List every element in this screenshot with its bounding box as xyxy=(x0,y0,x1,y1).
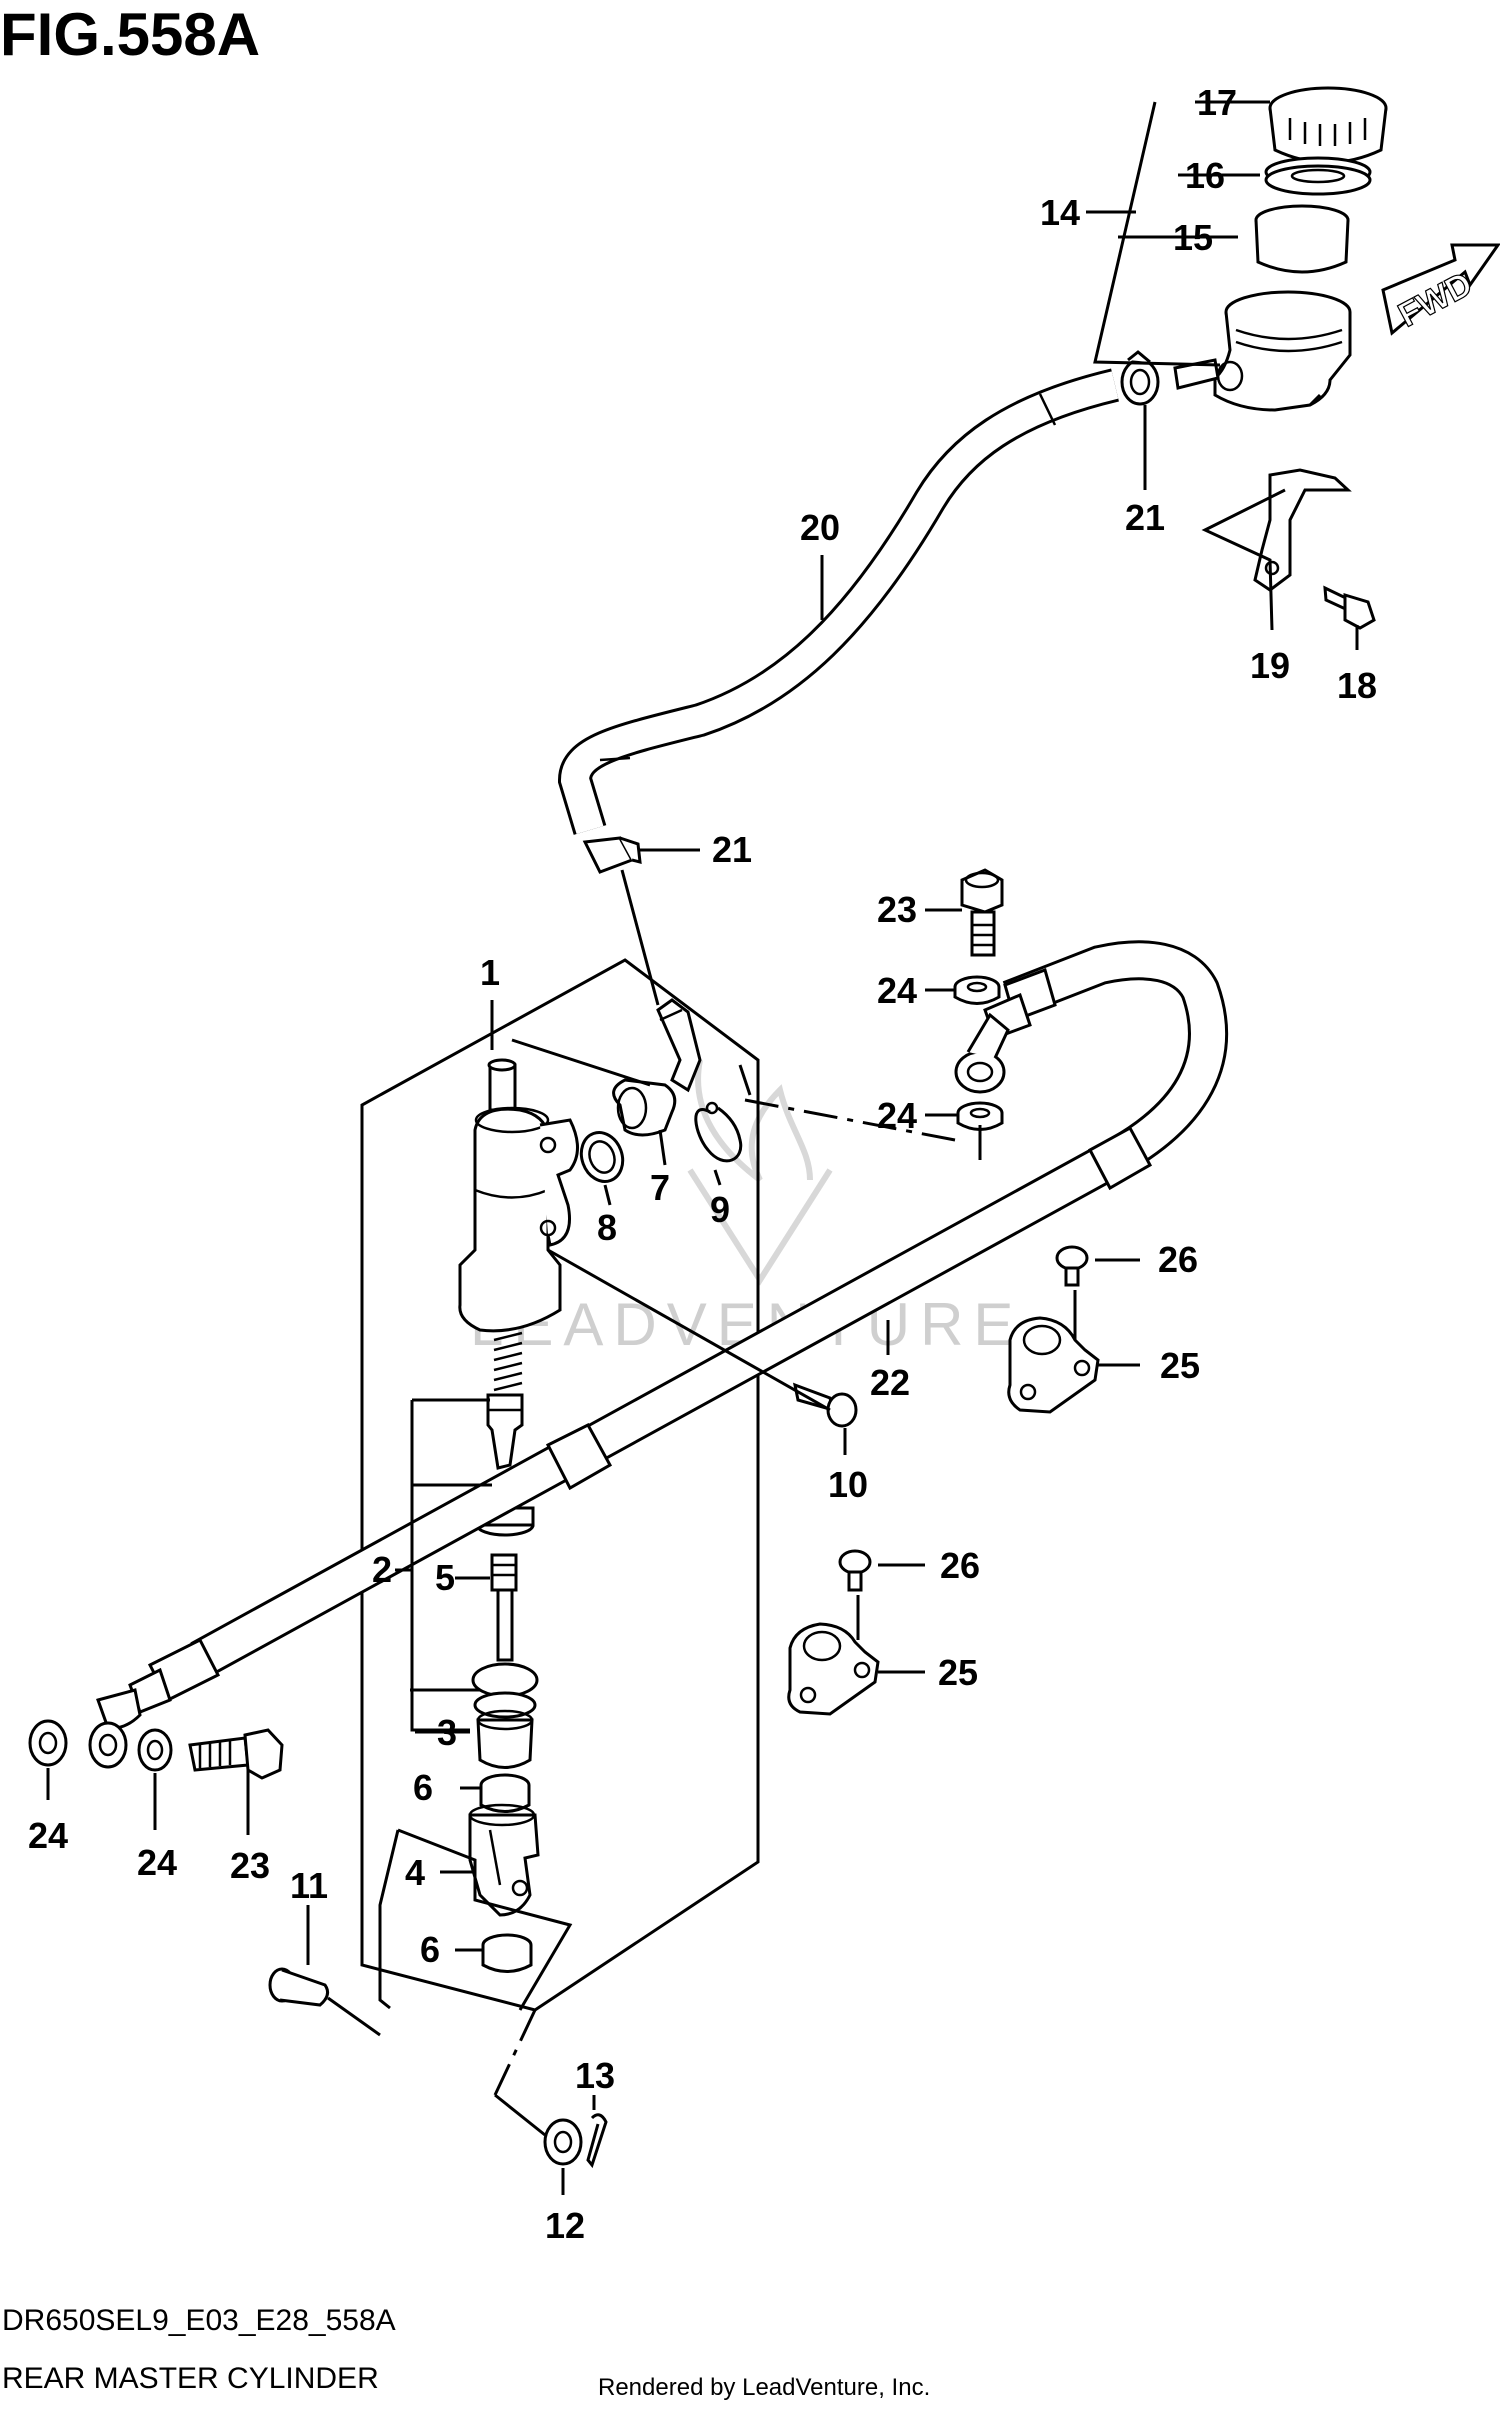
callout-22: 22 xyxy=(870,1362,910,1403)
callout-21-upper: 21 xyxy=(1125,497,1165,538)
callout-14: 14 xyxy=(1040,192,1080,233)
connector-part-7 xyxy=(612,1078,677,1137)
callout-16: 16 xyxy=(1185,155,1225,196)
callout-26-lower: 26 xyxy=(940,1545,980,1586)
washer-part-12 xyxy=(543,2118,583,2166)
cotter-pin-part-13 xyxy=(586,2113,608,2169)
callout-21-lower: 21 xyxy=(712,829,752,870)
callout-25-lower: 25 xyxy=(938,1652,978,1693)
washer-part-24-upper-a xyxy=(953,975,1001,1005)
nut-part-6-lower xyxy=(481,1933,533,1973)
callout-15: 15 xyxy=(1173,217,1213,258)
washer-part-24-lower-b xyxy=(137,1728,173,1772)
reservoir-bracket-part-19 xyxy=(1253,468,1352,592)
callout-9: 9 xyxy=(710,1189,730,1230)
callout-18: 18 xyxy=(1337,665,1377,706)
callouts: 17 16 14 15 20 21 19 18 21 23 1 24 24 7 … xyxy=(28,82,1377,2246)
screw-part-26-lower xyxy=(838,1549,872,1592)
reservoir-cap-part-17 xyxy=(1268,86,1388,164)
clevis-pin-part-11 xyxy=(268,1967,330,2007)
brake-hose-part-22 xyxy=(147,940,1228,1703)
push-rod-part-5 xyxy=(490,1553,518,1662)
hose-clamp-part-25-upper xyxy=(1007,1316,1100,1414)
union-bolt-part-23-upper xyxy=(960,868,1004,957)
callout-26-upper: 26 xyxy=(1158,1239,1198,1280)
circlip-part-9 xyxy=(694,1101,743,1163)
figure-title: FIG.558A xyxy=(0,1,260,68)
boot-part-3 xyxy=(471,1662,539,1769)
callout-8: 8 xyxy=(597,1207,617,1248)
screw-part-10 xyxy=(793,1382,858,1428)
callout-24-upper-b: 24 xyxy=(877,1095,917,1136)
callout-17: 17 xyxy=(1197,82,1237,123)
diagram-name: REAR MASTER CYLINDER xyxy=(2,2362,379,2395)
inlet-connector xyxy=(656,998,702,1093)
diaphragm-part-15 xyxy=(1254,204,1350,274)
callout-5: 5 xyxy=(435,1557,455,1598)
reservoir-outlet xyxy=(1173,358,1220,390)
piston-part-2 xyxy=(486,1393,524,1470)
callout-20: 20 xyxy=(800,507,840,548)
callout-25-upper: 25 xyxy=(1160,1345,1200,1386)
callout-10: 10 xyxy=(828,1464,868,1505)
reservoir-body-part-14 xyxy=(1213,290,1352,412)
callout-23-lower: 23 xyxy=(230,1845,270,1886)
callout-19: 19 xyxy=(1250,645,1290,686)
callout-6-lower: 6 xyxy=(420,1929,440,1970)
master-cylinder-body xyxy=(458,1058,579,1333)
hose-clamp-part-25-lower xyxy=(787,1622,880,1716)
clevis-part-4 xyxy=(468,1803,540,1917)
leader-lines xyxy=(46,100,1359,2195)
banjo-fitting-upper xyxy=(954,992,1032,1094)
callout-6-upper: 6 xyxy=(413,1767,433,1808)
callout-3: 3 xyxy=(437,1712,457,1753)
bolt-part-18 xyxy=(1323,585,1376,630)
banjo-fitting-lower xyxy=(88,1667,172,1769)
rendered-by-credit: Rendered by LeadVenture, Inc. xyxy=(598,2374,930,2401)
screw-part-26-upper xyxy=(1055,1245,1089,1287)
reservoir-hose-part-20 xyxy=(557,368,1119,835)
union-bolt-part-23-lower xyxy=(188,1728,284,1780)
fwd-arrow-icon: FWD xyxy=(1381,243,1500,336)
callout-13: 13 xyxy=(575,2055,615,2096)
callout-23-upper: 23 xyxy=(877,889,917,930)
spring xyxy=(493,1331,523,1392)
callout-4: 4 xyxy=(405,1852,425,1893)
callout-24-upper-a: 24 xyxy=(877,970,917,1011)
washer-part-24-lower-a xyxy=(28,1719,68,1767)
callout-7: 7 xyxy=(650,1167,670,1208)
model-code: DR650SEL9_E03_E28_558A xyxy=(2,2304,396,2337)
callout-11: 11 xyxy=(290,1865,328,1906)
callout-24-lower-a: 24 xyxy=(28,1815,68,1856)
o-ring-part-8 xyxy=(579,1131,625,1183)
hose-clamp-part-21-lower xyxy=(582,836,642,874)
hose-clamp-part-21-upper xyxy=(1120,350,1160,406)
callout-1: 1 xyxy=(480,952,500,993)
callout-12: 12 xyxy=(545,2205,585,2246)
callout-2: 2 xyxy=(372,1549,392,1590)
diaphragm-plate-part-16 xyxy=(1264,156,1372,196)
callout-24-lower-b: 24 xyxy=(137,1842,177,1883)
